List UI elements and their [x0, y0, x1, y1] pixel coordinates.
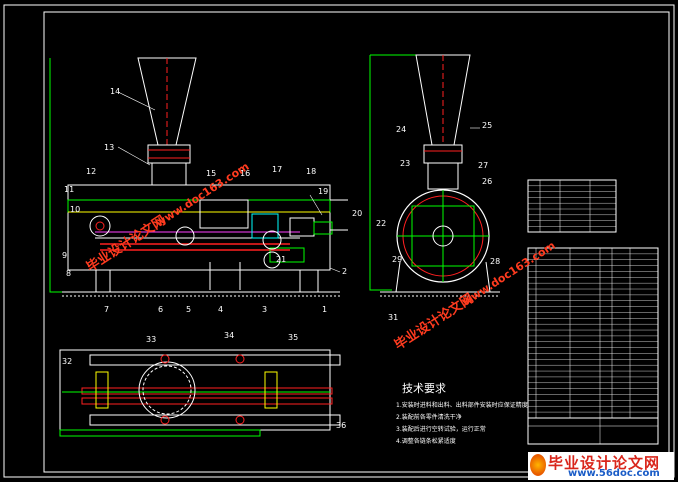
tech-requirements-title: 技术要求 — [402, 382, 446, 395]
callout-number: 16 — [240, 169, 250, 178]
front-view — [49, 57, 348, 297]
callout-number: 31 — [388, 313, 398, 322]
callout-number: 18 — [306, 167, 316, 176]
callout-number: 26 — [482, 177, 492, 186]
top-view — [59, 349, 341, 437]
callout-number: 3 — [262, 305, 267, 314]
tech-requirement-line: 3.装配后进行空转试验，运行正常 — [396, 425, 486, 433]
callout-number: 19 — [318, 187, 328, 196]
callout-number: 13 — [104, 143, 114, 152]
callout-number: 14 — [110, 87, 120, 96]
callout-number: 7 — [104, 305, 109, 314]
callout-number: 27 — [478, 161, 488, 170]
site-footer-banner — [528, 452, 674, 480]
callout-number: 9 — [62, 251, 67, 260]
callout-number: 8 — [66, 269, 71, 278]
callout-number: 33 — [146, 335, 156, 344]
callout-number: 1 — [322, 305, 327, 314]
callout-number: 25 — [482, 121, 492, 130]
site-logo-icon — [530, 454, 546, 476]
watermark-left: 毕业设计论文网 www.doc163.com — [83, 160, 251, 276]
callout-number: 6 — [158, 305, 163, 314]
callout-number: 5 — [186, 305, 191, 314]
drawing-border — [3, 4, 675, 478]
callout-number: 35 — [288, 333, 298, 342]
callout-number: 29 — [392, 255, 402, 264]
drawing-inner-border — [43, 11, 670, 473]
side-view — [369, 54, 500, 297]
top-view-hopper — [138, 361, 196, 419]
main-housing — [67, 184, 331, 271]
callout-number: 2 — [342, 267, 347, 276]
footer-site-name: 毕业设计论文网 — [548, 454, 661, 472]
callout-number: 23 — [400, 159, 410, 168]
parts-list-rows — [528, 179, 658, 419]
tech-requirement-line: 2.装配前各零件清洗干净 — [396, 413, 462, 421]
callout-number: 4 — [218, 305, 223, 314]
tech-requirement-line: 4.调整各链条松紧适度 — [396, 437, 456, 445]
callout-number: 34 — [224, 331, 234, 340]
callout-number: 11 — [64, 185, 74, 194]
callout-number: 12 — [86, 167, 96, 176]
callout-number: 10 — [70, 205, 80, 214]
callout-number: 22 — [376, 219, 386, 228]
callout-number: 21 — [276, 255, 286, 264]
callout-number: 20 — [352, 209, 362, 218]
callout-number: 32 — [62, 357, 72, 366]
footer-site-url: www.56doc.com — [568, 468, 660, 479]
tech-requirement-line: 1.安装时进料和出料、出料部件安装时应保证精度 — [396, 401, 528, 409]
callout-number: 24 — [396, 125, 406, 134]
parts-list-table — [527, 179, 659, 445]
technical-requirements: 技术要求 1.安装时进料和出料、出料部件安装时应保证精度 2.装配前各零件清洗干… — [396, 382, 528, 445]
svg-text:www.doc163.com: www.doc163.com — [153, 160, 251, 230]
callout-number: 28 — [490, 257, 500, 266]
callout-number: 17 — [272, 165, 282, 174]
callout-number: 15 — [206, 169, 216, 178]
callout-number: 36 — [336, 421, 346, 430]
